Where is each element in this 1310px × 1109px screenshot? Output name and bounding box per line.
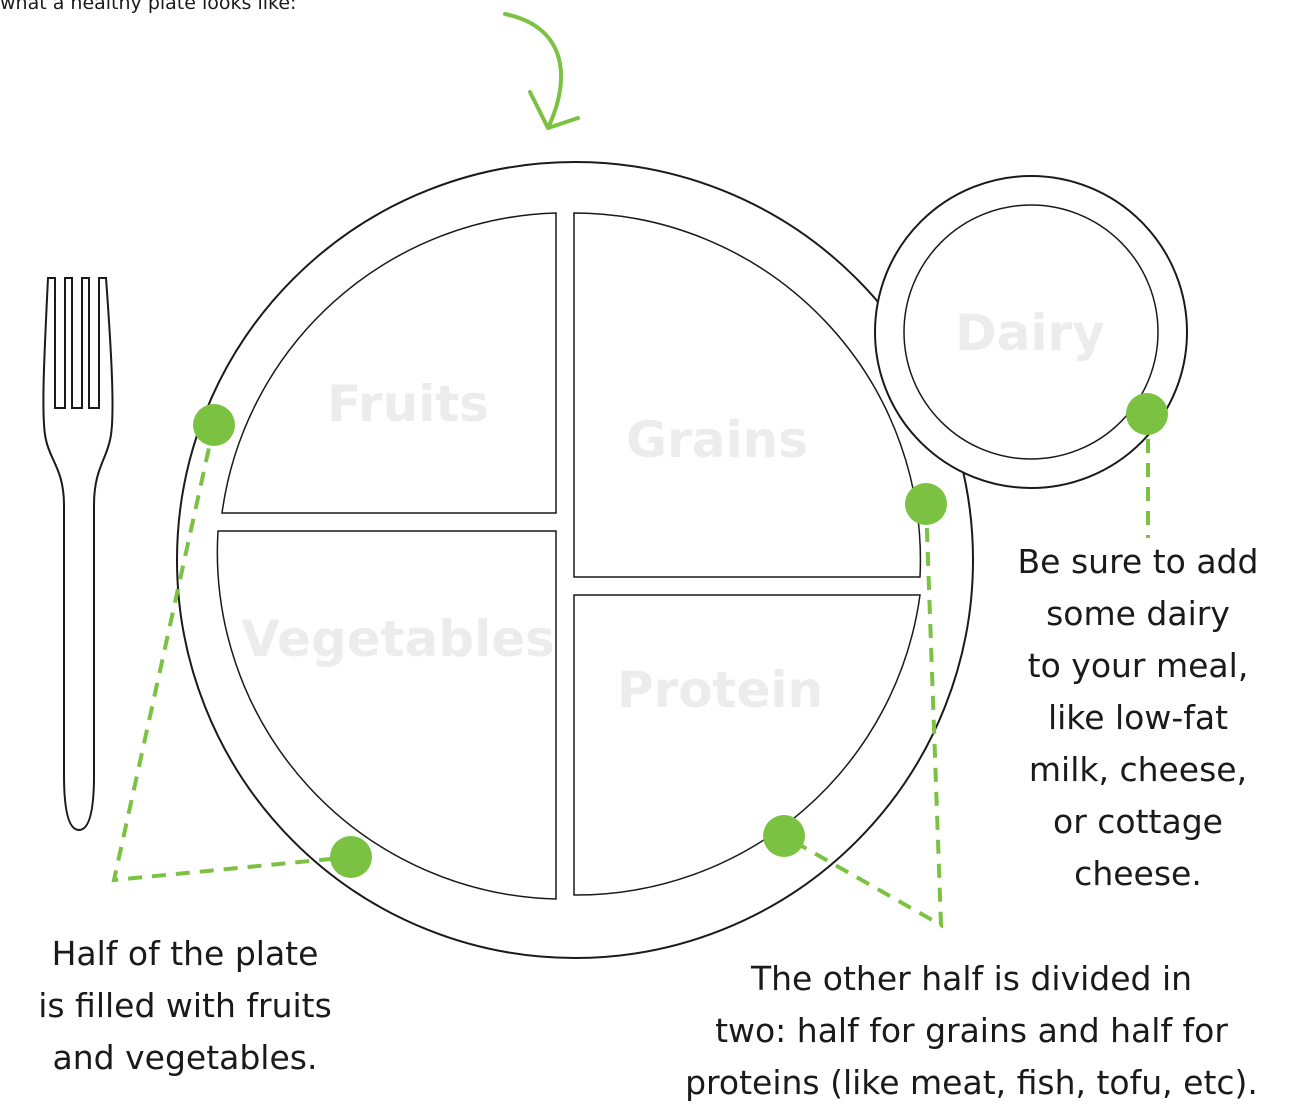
- section-grains: [574, 213, 920, 577]
- label-protein: Protein: [617, 661, 823, 719]
- label-dairy: Dairy: [955, 304, 1105, 362]
- dairy-callout: [1126, 393, 1168, 538]
- label-grains: Grains: [626, 411, 808, 469]
- callout-dot-fruits: [193, 404, 235, 446]
- section-vegetables: [217, 531, 556, 899]
- callout-dot-protein: [763, 815, 805, 857]
- arrow-icon: [505, 14, 578, 128]
- caption-grains-protein: The other half is divided in two: half f…: [633, 953, 1310, 1109]
- caption-fruits-vegetables: Half of the plate is filled with fruits …: [0, 928, 370, 1084]
- dinner-plate: Fruits Grains Vegetables Protein: [177, 162, 973, 958]
- label-vegetables: Vegetables: [241, 610, 555, 668]
- callout-dot-grains: [905, 483, 947, 525]
- label-fruits: Fruits: [327, 375, 489, 433]
- dairy-plate: Dairy: [875, 176, 1187, 488]
- callout-dot-dairy: [1126, 393, 1168, 435]
- fork-icon: [43, 278, 112, 830]
- callout-dot-vegetables: [330, 836, 372, 878]
- caption-dairy: Be sure to add some dairy to your meal, …: [978, 536, 1298, 900]
